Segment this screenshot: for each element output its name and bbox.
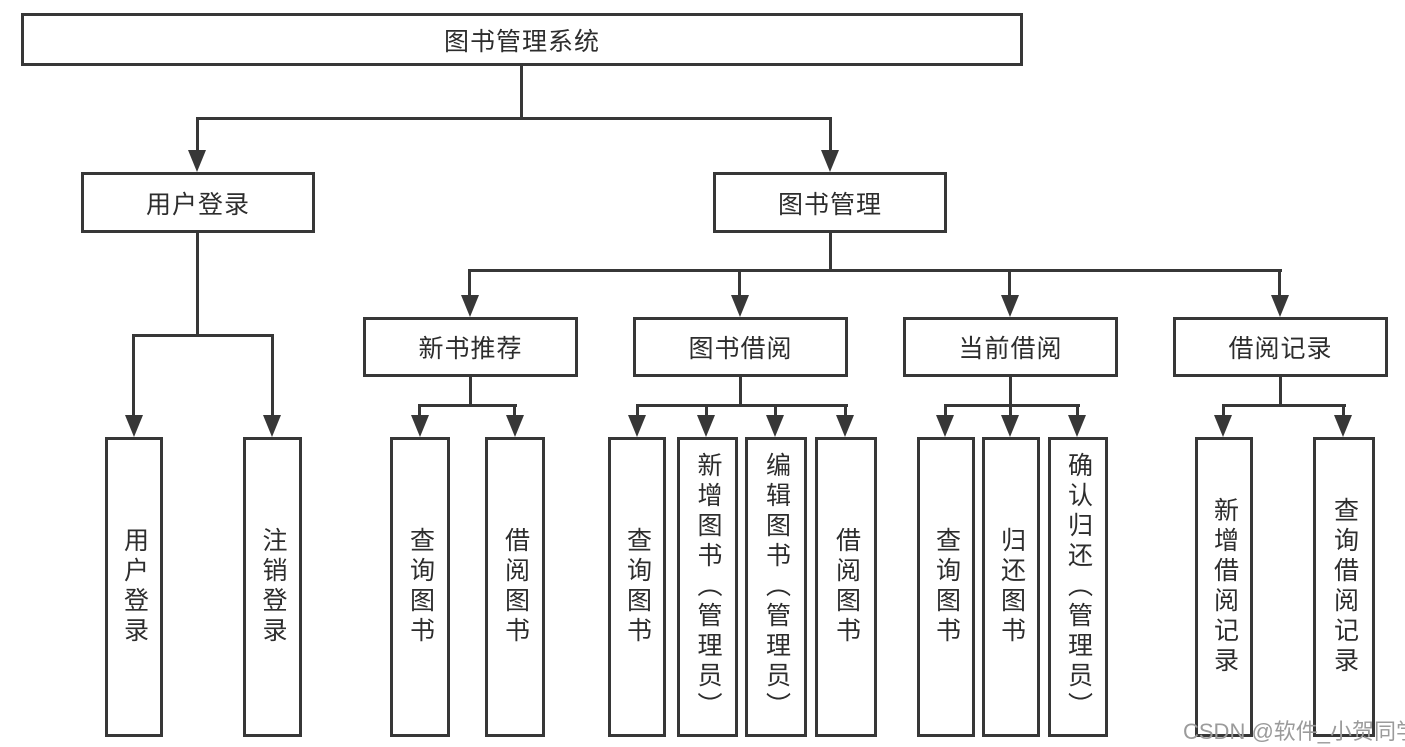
node-label: 新增图书（管理员）	[694, 452, 722, 722]
connector-bookmgmt-stem	[829, 233, 832, 272]
arrow-down-icon	[411, 415, 429, 437]
connector-current-shaft-1	[944, 404, 947, 422]
leaf-query-books-current: 查询图书	[917, 437, 975, 737]
connector-root-shaft-right	[829, 117, 832, 155]
leaf-return-books: 归还图书	[982, 437, 1040, 737]
arrow-down-icon	[506, 415, 524, 437]
node-current-borrowing: 当前借阅	[903, 317, 1118, 377]
node-book-management: 图书管理	[713, 172, 947, 233]
connector-root-stem	[520, 64, 523, 120]
node-label: 借阅记录	[1228, 335, 1333, 363]
leaf-edit-books-admin: 编辑图书（管理员）	[745, 437, 807, 737]
arrow-down-icon	[1271, 295, 1289, 317]
arrow-down-icon	[188, 150, 206, 172]
connector-userlogin-shaft-2	[271, 334, 274, 422]
leaf-query-books-borrow: 查询图书	[608, 437, 666, 737]
connector-current-shaft-2	[1009, 404, 1012, 422]
arrow-down-icon	[1001, 295, 1019, 317]
connector-recommend-stem	[469, 377, 472, 407]
connector-current-stem	[1009, 377, 1012, 407]
connector-userlogin-hline	[132, 334, 274, 337]
node-label: 查询图书	[406, 527, 435, 647]
connector-root-hline	[196, 117, 832, 120]
leaf-borrow-books: 借阅图书	[815, 437, 877, 737]
connector-borrowing-shaft-3	[774, 404, 777, 422]
arrow-down-icon	[1334, 415, 1352, 437]
connector-userlogin-stem	[196, 233, 199, 336]
node-label: 借阅图书	[832, 527, 861, 647]
connector-recommend-hline	[418, 404, 517, 407]
connector-records-shaft-1	[1222, 404, 1225, 422]
arrow-down-icon	[1214, 415, 1232, 437]
leaf-add-books-admin: 新增图书（管理员）	[677, 437, 738, 737]
node-label: 用户登录	[145, 190, 250, 219]
node-label: 借阅图书	[501, 527, 530, 647]
leaf-user-login: 用户登录	[105, 437, 163, 737]
node-user-login: 用户登录	[81, 172, 315, 233]
connector-current-hline	[944, 404, 1080, 407]
connector-records-stem	[1279, 377, 1282, 407]
leaf-confirm-return-admin: 确认归还（管理员）	[1048, 437, 1108, 737]
node-book-borrowing: 图书借阅	[633, 317, 848, 377]
leaf-logout: 注销登录	[243, 437, 302, 737]
arrow-down-icon	[821, 150, 839, 172]
connector-bookmgmt-shaft-1	[468, 269, 471, 300]
node-borrowing-records: 借阅记录	[1173, 317, 1388, 377]
connector-root-shaft-left	[196, 117, 199, 155]
connector-bookmgmt-hline	[468, 269, 1282, 272]
node-new-book-recommendation: 新书推荐	[363, 317, 578, 377]
arrow-down-icon	[936, 415, 954, 437]
connector-borrowing-shaft-1	[636, 404, 639, 422]
arrow-down-icon	[263, 415, 281, 437]
node-label: 编辑图书（管理员）	[762, 452, 791, 722]
node-label: 归还图书	[997, 527, 1026, 647]
leaf-borrow-books-recommend: 借阅图书	[485, 437, 545, 737]
node-label: 新书推荐	[418, 335, 523, 363]
arrow-down-icon	[766, 415, 784, 437]
arrow-down-icon	[628, 415, 646, 437]
watermark: CSDN @软件_小贺同学	[1183, 719, 1405, 744]
connector-bookmgmt-shaft-4	[1278, 269, 1281, 300]
leaf-query-borrow-record: 查询借阅记录	[1313, 437, 1375, 737]
node-label: 确认归还（管理员）	[1064, 452, 1093, 722]
connector-borrowing-shaft-4	[844, 404, 847, 422]
node-label: 图书借阅	[688, 335, 793, 363]
connector-bookmgmt-shaft-2	[738, 269, 741, 300]
connector-bookmgmt-shaft-3	[1008, 269, 1011, 300]
node-label: 查询图书	[623, 527, 652, 647]
leaf-query-books-recommend: 查询图书	[390, 437, 450, 737]
connector-userlogin-shaft-1	[132, 334, 135, 422]
node-label: 查询图书	[932, 527, 961, 647]
arrow-down-icon	[1001, 415, 1019, 437]
connector-borrowing-hline	[636, 404, 848, 407]
connector-recommend-shaft-2	[513, 404, 516, 422]
arrow-down-icon	[1068, 415, 1086, 437]
arrow-down-icon	[731, 295, 749, 317]
arrow-down-icon	[836, 415, 854, 437]
node-label: 当前借阅	[958, 335, 1063, 363]
arrow-down-icon	[125, 415, 143, 437]
arrow-down-icon	[697, 415, 715, 437]
connector-borrowing-shaft-2	[705, 404, 708, 422]
arrow-down-icon	[461, 295, 479, 317]
node-library-management-system: 图书管理系统	[21, 13, 1023, 66]
node-label: 查询借阅记录	[1330, 497, 1359, 677]
node-label: 用户登录	[120, 527, 149, 647]
connector-records-shaft-2	[1342, 404, 1345, 422]
node-label: 注销登录	[259, 527, 287, 647]
leaf-add-borrow-record: 新增借阅记录	[1195, 437, 1253, 737]
connector-borrowing-stem	[739, 377, 742, 407]
connector-current-shaft-3	[1076, 404, 1079, 422]
connector-recommend-shaft-1	[418, 404, 421, 422]
node-label: 图书管理	[777, 190, 882, 219]
node-label: 新增借阅记录	[1210, 497, 1239, 677]
connector-records-hline	[1222, 404, 1346, 407]
node-label: 图书管理系统	[443, 27, 600, 56]
